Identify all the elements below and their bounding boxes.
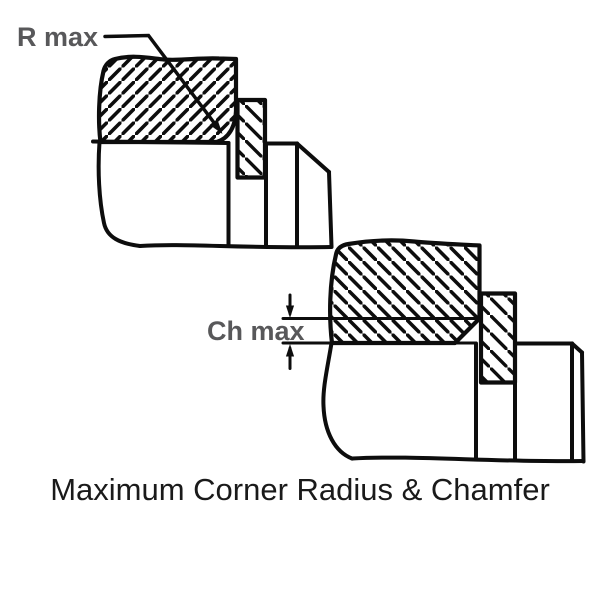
leader-line	[103, 33, 217, 126]
break-edge-bottom	[350, 455, 586, 464]
leader-arrowhead-icon	[209, 119, 223, 134]
radius-leader	[103, 33, 223, 134]
bearing-ring-section-2	[478, 291, 518, 385]
end-chamfer-face	[295, 141, 331, 174]
end-outer-edge	[327, 170, 334, 249]
chamfer-dimension	[281, 293, 481, 370]
shaft-outline	[91, 139, 334, 250]
radius-diagram: R max	[17, 22, 334, 250]
down-arrow-icon	[285, 305, 295, 318]
end-chamfer-face	[570, 341, 584, 355]
break-edge-bottom	[138, 243, 334, 250]
shaft-outline-2	[321, 341, 586, 464]
figure-caption: Maximum Corner Radius & Chamfer	[50, 472, 550, 507]
chamfer-diagram: Ch max	[207, 238, 586, 464]
bearing-ring-section	[235, 97, 268, 180]
radius-label: R max	[17, 22, 98, 52]
up-arrow-icon	[285, 344, 295, 357]
break-edge-left	[96, 140, 142, 248]
chamfer-label: Ch max	[207, 316, 305, 346]
end-outer-edge	[580, 350, 586, 464]
shoulder-section-chamfer	[328, 238, 482, 346]
break-edge-left	[321, 341, 354, 461]
shoulder-section-radius	[96, 54, 239, 145]
